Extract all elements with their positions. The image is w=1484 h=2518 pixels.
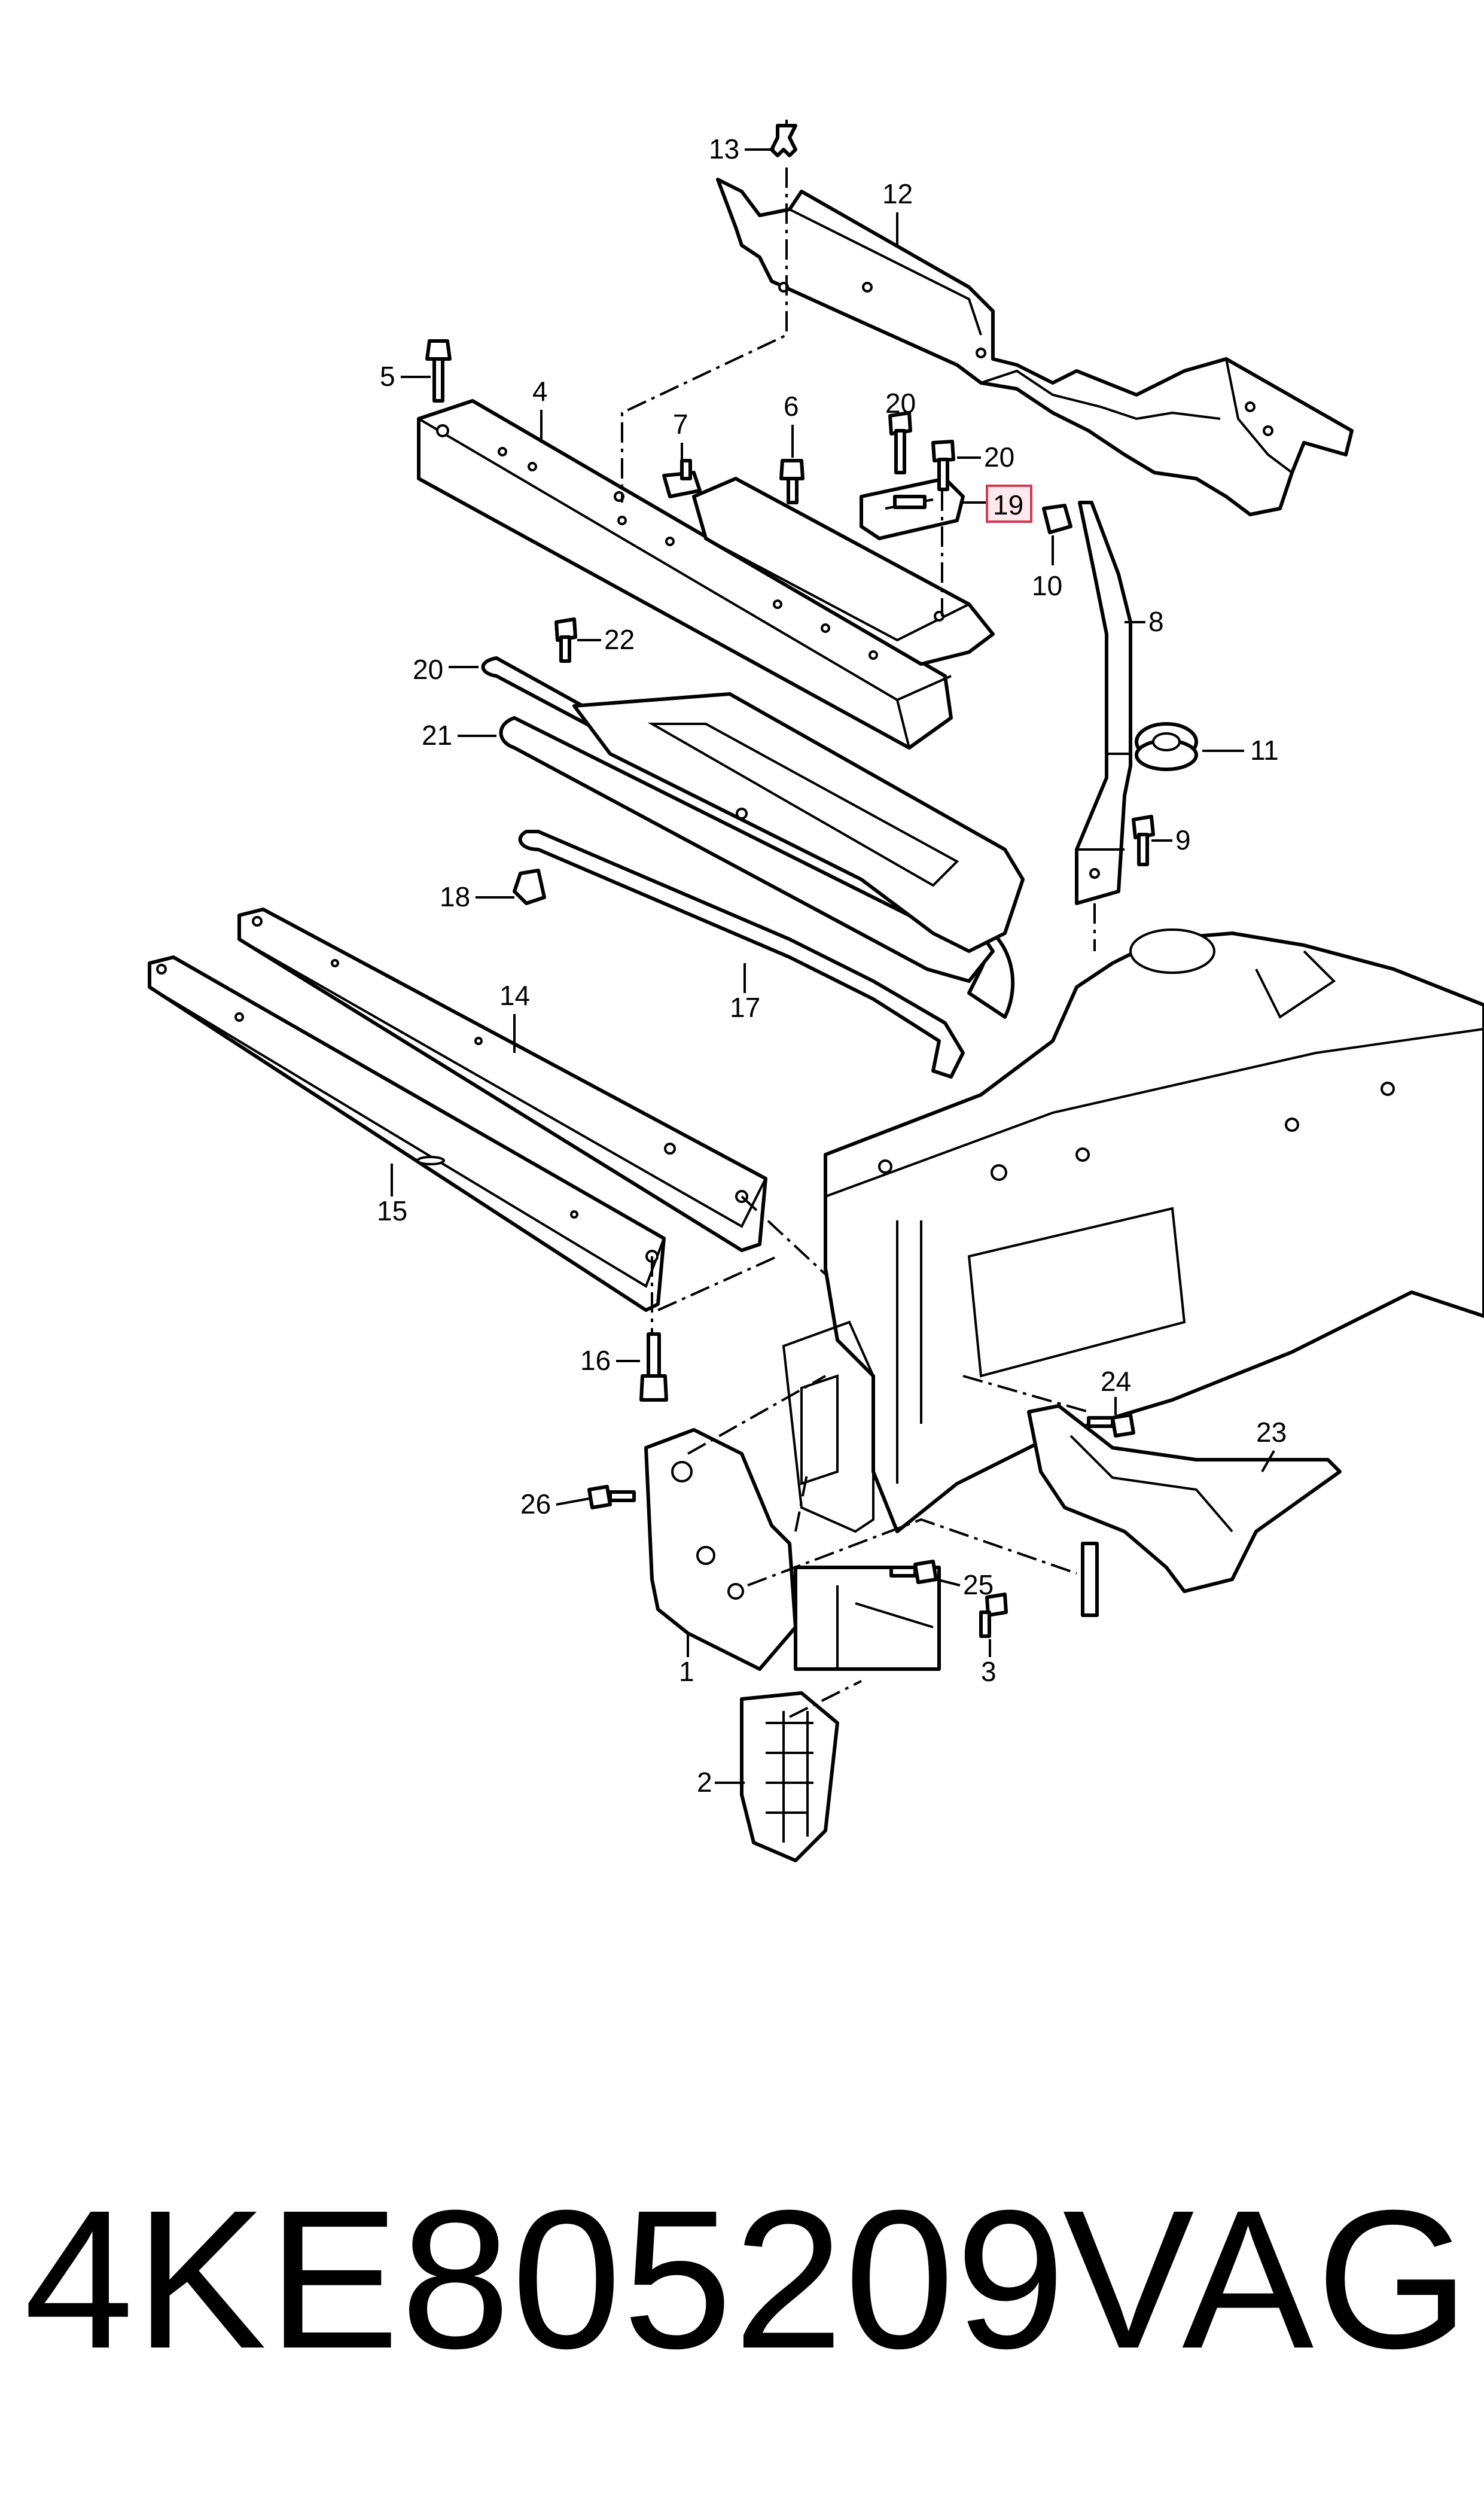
svg-text:7: 7 [673, 409, 688, 440]
callout-13: 13 [709, 133, 775, 165]
svg-text:2: 2 [697, 1767, 712, 1798]
part-1-bracket [644, 1428, 941, 1671]
svg-text:8: 8 [1148, 606, 1164, 637]
part-20-bolt-b [931, 440, 955, 491]
part-11-grommet [1135, 722, 1198, 771]
svg-text:12: 12 [882, 178, 913, 209]
callout-14: 14 [499, 980, 530, 1053]
callout-17: 17 [730, 963, 760, 1023]
callout-1: 1 [679, 1633, 694, 1687]
callout-8: 8 [1125, 606, 1164, 637]
svg-text:9: 9 [1175, 824, 1191, 855]
part-18-clip [513, 869, 546, 905]
part-20-bolt-a [888, 411, 912, 474]
svg-text:20: 20 [885, 388, 916, 419]
air-duct [572, 692, 1025, 953]
part-27-bolt [587, 1485, 636, 1509]
part-22-seal [499, 716, 995, 983]
svg-text:17: 17 [730, 992, 760, 1023]
callout-9: 9 [1151, 824, 1191, 855]
svg-text:20: 20 [413, 654, 443, 685]
assembly-lines [621, 168, 1096, 1718]
part-14-rail [237, 908, 767, 1252]
svg-text:19: 19 [993, 489, 1023, 520]
callout-5: 5 [380, 361, 431, 392]
part-13-clip [770, 120, 797, 157]
part-5-bolt [425, 339, 452, 403]
callout-20-a: 20 [885, 388, 916, 419]
callout-15: 15 [377, 1164, 407, 1226]
part-8-strut [1075, 501, 1132, 905]
callout-22: 21 [422, 720, 496, 751]
svg-text:11: 11 [1250, 735, 1279, 766]
svg-text:1: 1 [679, 1656, 694, 1687]
brand-label: VAG [1062, 2169, 1472, 2389]
part-24-side-bracket [1027, 1404, 1342, 1617]
callout-21: 20 [413, 654, 479, 685]
part-16-bolt [639, 1332, 668, 1402]
callout-23: 22 [577, 624, 635, 655]
svg-text:20: 20 [984, 442, 1014, 473]
callout-4: 4 [532, 376, 548, 443]
part-23-bolt [554, 617, 577, 663]
svg-text:15: 15 [377, 1195, 407, 1226]
part-15-rail [148, 955, 666, 1312]
svg-text:14: 14 [499, 980, 530, 1011]
callout-3: 3 [981, 1639, 997, 1687]
part-2-crash-block [740, 1691, 839, 1862]
svg-text:18: 18 [440, 881, 470, 912]
vehicle-body-structure [782, 928, 1484, 1533]
part-12-upper-panel [716, 178, 1354, 516]
callout-7: 7 [673, 409, 688, 464]
svg-text:16: 16 [580, 1345, 611, 1376]
svg-text:26: 26 [520, 1488, 551, 1520]
callout-24: 23 [1256, 1417, 1287, 1472]
callout-20-b: 20 [957, 442, 1014, 473]
svg-text:24: 24 [1101, 1366, 1131, 1397]
part-10-nut [1042, 504, 1072, 534]
part-3-bolt [979, 1593, 1008, 1638]
svg-text:10: 10 [1032, 570, 1062, 601]
svg-text:6: 6 [784, 391, 799, 422]
callout-18: 18 [440, 881, 514, 912]
svg-text:13: 13 [709, 133, 739, 165]
callout-25: 24 [1101, 1366, 1131, 1415]
svg-text:4: 4 [532, 376, 548, 407]
callout-27: 26 [520, 1488, 590, 1520]
part-17-seal-rail [518, 830, 965, 1079]
part-4-crossmember [417, 399, 995, 750]
callout-19-highlighted: 19 [960, 485, 1032, 523]
svg-text:23: 23 [1256, 1417, 1287, 1448]
part-9-bolt [1132, 815, 1155, 866]
part-7-nut [662, 459, 702, 498]
part-25-bolt [1087, 1413, 1135, 1438]
svg-text:25: 25 [963, 1569, 994, 1600]
callout-16: 16 [580, 1345, 640, 1376]
svg-text:21: 21 [422, 720, 452, 751]
svg-text:22: 22 [604, 624, 635, 655]
footer: 4KE805209 VAG [0, 2154, 1484, 2489]
callout-6: 6 [784, 391, 799, 458]
callout-12: 12 [882, 178, 913, 245]
callout-11: 11 [1202, 735, 1279, 766]
exploded-parts-diagram: 13 12 5 4 7 6 20 20 19 10 8 11 [148, 120, 1484, 1862]
part-6-bolt [779, 459, 805, 504]
svg-text:5: 5 [380, 361, 395, 392]
callout-2: 2 [697, 1767, 745, 1798]
callout-10: 10 [1032, 535, 1062, 601]
svg-text:3: 3 [981, 1656, 997, 1687]
callout-26: 25 [936, 1569, 994, 1600]
part-number: 4KE805209 [24, 2169, 1066, 2389]
